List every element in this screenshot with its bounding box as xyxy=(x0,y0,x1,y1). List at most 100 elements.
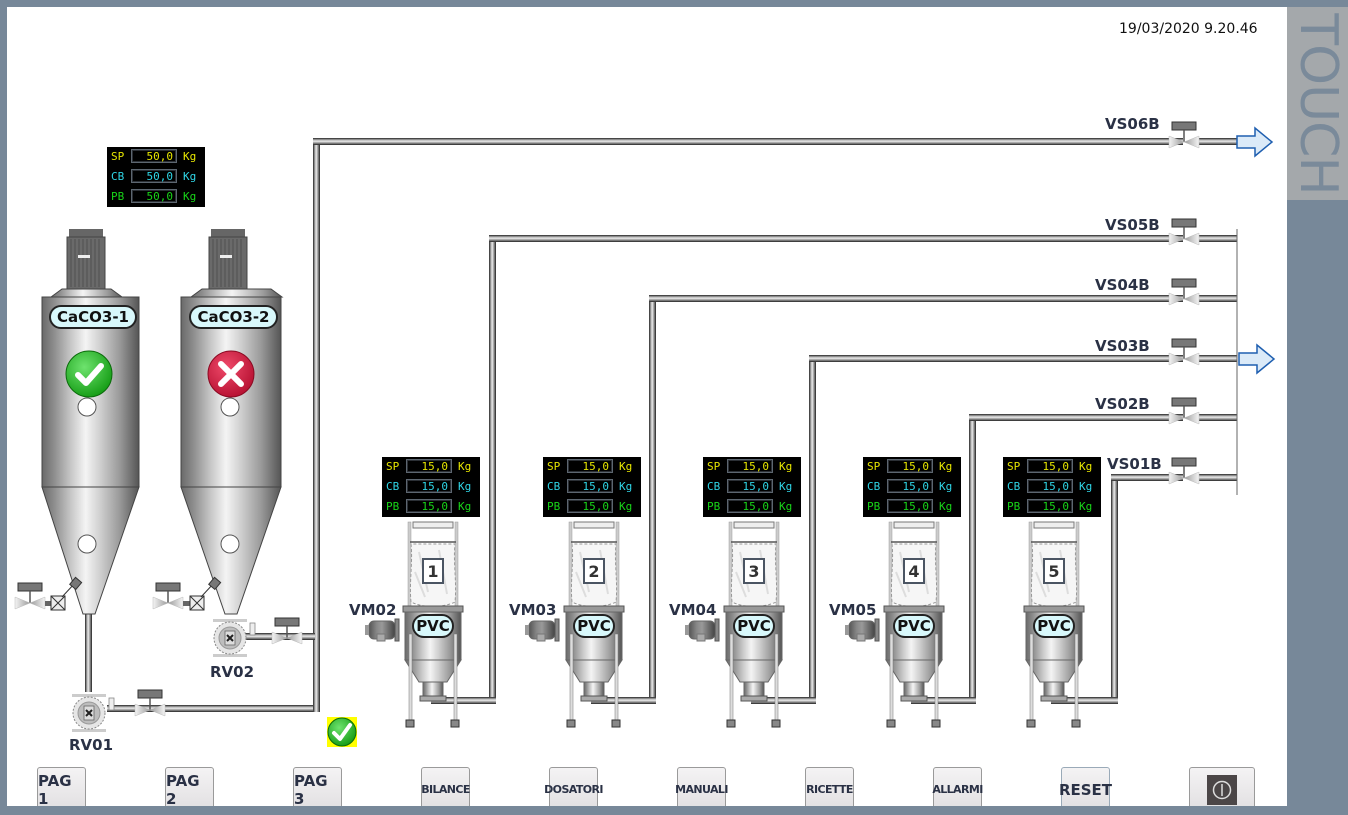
brand-label: TOUCH xyxy=(1287,12,1348,195)
cb-unit: Kg xyxy=(939,480,953,493)
motor-vm05-icon[interactable] xyxy=(844,618,880,642)
sp-unit: Kg xyxy=(619,460,633,473)
sp-value[interactable]: 15,0 xyxy=(1027,459,1073,473)
cb-label: CB xyxy=(1007,480,1021,493)
valve-rv01-outlet-icon[interactable] xyxy=(134,689,166,717)
pb-label: PB xyxy=(1007,500,1021,513)
valve-vs03b-icon[interactable] xyxy=(1168,338,1200,366)
hopper-material-label: PVC xyxy=(733,614,775,638)
pb-label: PB xyxy=(111,190,125,203)
cb-label: CB xyxy=(547,480,561,493)
sp-value[interactable]: 15,0 xyxy=(406,459,452,473)
sp-label: SP xyxy=(867,460,881,473)
valve-vs05b-icon[interactable] xyxy=(1168,218,1200,246)
cb-value: 15,0 xyxy=(567,479,613,493)
hopper-number: 4 xyxy=(903,558,925,584)
weight-row-cb: CB 15,0 Kg xyxy=(863,477,961,497)
system-ok-icon xyxy=(327,717,357,747)
valve-vs04b-icon[interactable] xyxy=(1168,278,1200,306)
valve-vs02b-icon[interactable] xyxy=(1168,397,1200,425)
valve-vs06b-icon[interactable] xyxy=(1168,121,1200,149)
hmi-screen: 19/03/2020 9.20.46 xyxy=(7,7,1287,806)
motor-vm03-icon[interactable] xyxy=(524,618,560,642)
discharge-valve-2[interactable] xyxy=(152,576,222,611)
sp-unit: Kg xyxy=(939,460,953,473)
cb-label: CB xyxy=(867,480,881,493)
brand-panel: TOUCH xyxy=(1287,7,1348,200)
hopper-number: 3 xyxy=(743,558,765,584)
pb-unit: Kg xyxy=(619,500,633,513)
hopper-number: 2 xyxy=(583,558,605,584)
cb-value: 50,0 xyxy=(131,169,177,183)
sp-label: SP xyxy=(707,460,721,473)
pb-label: PB xyxy=(867,500,881,513)
motor-vm04-icon[interactable] xyxy=(684,618,720,642)
arrow-right-icon xyxy=(1236,126,1274,158)
weight-row-cb: CB 15,0 Kg xyxy=(543,477,641,497)
weight-row-sp: SP 15,0 Kg xyxy=(543,457,641,477)
vs05b-label: VS05B xyxy=(1105,216,1160,234)
sp-label: SP xyxy=(386,460,400,473)
silo-weight-panel: SP 50,0 Kg CB 50,0 Kg PB 50,0 Kg xyxy=(107,147,205,207)
page-1-button[interactable]: PAG 1 xyxy=(37,767,86,806)
page-3-button[interactable]: PAG 3 xyxy=(293,767,342,806)
power-button[interactable] xyxy=(1189,767,1255,806)
cb-value: 15,0 xyxy=(1027,479,1073,493)
motor-label: VM03 xyxy=(509,601,557,619)
cb-label: CB xyxy=(386,480,400,493)
pb-value: 15,0 xyxy=(727,499,773,513)
sp-value[interactable]: 15,0 xyxy=(887,459,933,473)
valve-vs01b-icon[interactable] xyxy=(1168,457,1200,485)
bilance-button[interactable]: BILANCE xyxy=(421,767,470,806)
cb-unit: Kg xyxy=(619,480,633,493)
datetime-display: 19/03/2020 9.20.46 xyxy=(1119,21,1258,37)
pb-unit: Kg xyxy=(458,500,472,513)
weight-row-sp: SP 15,0 Kg xyxy=(703,457,801,477)
sp-value[interactable]: 15,0 xyxy=(567,459,613,473)
cb-value: 15,0 xyxy=(727,479,773,493)
cb-label: CB xyxy=(707,480,721,493)
page-2-button[interactable]: PAG 2 xyxy=(165,767,214,806)
weight-row-cb: CB 50,0 Kg xyxy=(107,167,205,187)
cb-unit: Kg xyxy=(779,480,793,493)
manuali-button[interactable]: MANUALI xyxy=(675,767,728,806)
hopper-material-label: PVC xyxy=(573,614,615,638)
sp-value[interactable]: 50,0 xyxy=(131,149,177,163)
dosatori-button[interactable]: DOSATORI xyxy=(544,767,603,806)
valve-rv02-outlet-icon[interactable] xyxy=(271,617,303,645)
power-icon xyxy=(1207,774,1237,805)
cb-value: 15,0 xyxy=(887,479,933,493)
sp-unit: Kg xyxy=(183,150,197,163)
silo-2-label: CaCO3-2 xyxy=(189,305,278,329)
silo-1[interactable] xyxy=(41,229,140,615)
sp-value[interactable]: 15,0 xyxy=(727,459,773,473)
pb-value: 15,0 xyxy=(406,499,452,513)
pb-label: PB xyxy=(386,500,400,513)
check-icon xyxy=(65,350,113,398)
discharge-valve-1[interactable] xyxy=(14,576,83,611)
cross-icon xyxy=(207,350,255,398)
cb-value: 15,0 xyxy=(406,479,452,493)
sp-label: SP xyxy=(547,460,561,473)
silo-2[interactable] xyxy=(180,229,284,615)
rotary-valve-rv01-icon[interactable] xyxy=(71,693,115,733)
allarmi-button[interactable]: ALLARMI xyxy=(932,767,983,806)
weight-row-sp: SP 50,0 Kg xyxy=(107,147,205,167)
motor-vm02-icon[interactable] xyxy=(364,618,400,642)
ricette-button[interactable]: RICETTE xyxy=(805,767,854,806)
cb-label: CB xyxy=(111,170,125,183)
pb-label: PB xyxy=(707,500,721,513)
sp-unit: Kg xyxy=(779,460,793,473)
motor-label: VM02 xyxy=(349,601,397,619)
reset-button[interactable]: RESET xyxy=(1059,767,1112,806)
hopper-number: 5 xyxy=(1043,558,1065,584)
